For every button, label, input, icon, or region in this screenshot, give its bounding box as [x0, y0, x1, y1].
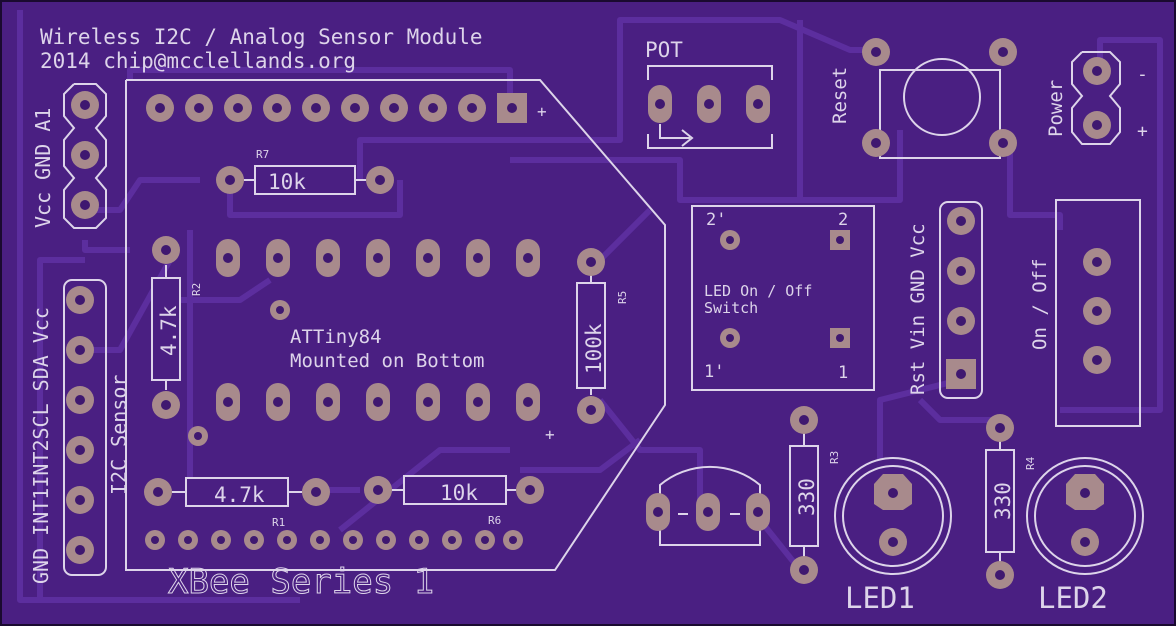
r2-value: 4.7k	[157, 305, 181, 356]
r7-ref: R7	[256, 148, 269, 161]
led2: LED2	[1026, 457, 1144, 615]
resistor-r2: R2 4.7k	[151, 236, 203, 419]
attiny84-chip: + ATTiny84 Mounted on Bottom	[216, 239, 555, 444]
right-header-label: Rst Vin GND Vcc	[907, 223, 929, 395]
chip-note: Mounted on Bottom	[290, 350, 484, 372]
resistor-r6: R6 10k	[364, 475, 544, 527]
via	[270, 300, 290, 320]
resistor-r3: R3 330	[789, 406, 841, 584]
r3-ref: R3	[828, 451, 841, 464]
reset-button: Reset	[829, 38, 1017, 159]
r4-value: 330	[991, 482, 1015, 520]
switch-label-1: LED On / Off	[704, 282, 812, 300]
resistor-r4: R4 330	[985, 414, 1037, 589]
i2c-sensor-label: I2C Sensor	[107, 375, 131, 495]
board-title: Wireless I2C / Analog Sensor Module	[40, 25, 483, 49]
i2c-header-label: GND INT1INT2SCL SDA Vcc	[29, 307, 53, 584]
led1: LED1	[834, 457, 952, 615]
power-label: Power	[1045, 80, 1067, 137]
board-subtitle: 2014 chip@mcclellands.org	[40, 49, 356, 73]
onoff-label: On / Off	[1029, 258, 1051, 350]
reset-vin-header: Rst Vin GND Vcc	[907, 201, 983, 399]
r6-value: 10k	[440, 481, 478, 505]
switch-pin-2p: 2'	[706, 210, 726, 230]
r3-value: 330	[795, 478, 819, 516]
xbee-plus-label: +	[537, 102, 547, 121]
switch-pin-1p: 1'	[704, 362, 724, 382]
power-switch: On / Off	[1029, 199, 1141, 427]
chip-name: ATTiny84	[290, 326, 382, 348]
led2-label: LED2	[1038, 581, 1108, 615]
r2-ref: R2	[190, 283, 203, 296]
analog-header: Vcc GND A1	[31, 83, 107, 229]
xbee-series-label: XBee Series 1	[168, 562, 434, 602]
r1-value: 4.7k	[214, 483, 265, 507]
r4-ref: R4	[1024, 456, 1037, 470]
reset-label: Reset	[829, 67, 851, 124]
switch-label-2: Switch	[704, 299, 758, 317]
pot-label: POT	[645, 38, 683, 62]
power-plus: +	[1137, 121, 1148, 142]
led1-label: LED1	[845, 581, 915, 615]
r5-value: 100k	[582, 323, 606, 374]
light-sensor	[646, 465, 770, 546]
led-switch: 2' 2 1' 1 LED On / Off Switch	[691, 205, 875, 391]
r1-ref: R1	[272, 516, 285, 529]
analog-header-label: Vcc GND A1	[31, 108, 55, 228]
i2c-header: GND INT1INT2SCL SDA Vcc I2C Sensor	[29, 279, 131, 584]
resistor-r7: R7 10k	[216, 148, 394, 195]
r7-value: 10k	[268, 170, 306, 194]
switch-pin-1: 1	[838, 363, 848, 383]
resistor-r1: R1 4.7k	[144, 477, 330, 529]
switch-pin-2: 2	[838, 210, 848, 230]
copper-traces	[17, 10, 1163, 603]
r5-ref: R5	[616, 291, 629, 304]
r6-ref: R6	[488, 514, 501, 527]
potentiometer: POT	[645, 38, 773, 149]
power-header: Power - +	[1045, 51, 1148, 145]
power-minus: -	[1137, 64, 1148, 85]
resistor-r5: R5 100k	[576, 248, 629, 424]
chip-plus-label: +	[545, 425, 555, 444]
via	[188, 426, 208, 446]
xbee-module: + XBee Series 1	[125, 79, 666, 603]
